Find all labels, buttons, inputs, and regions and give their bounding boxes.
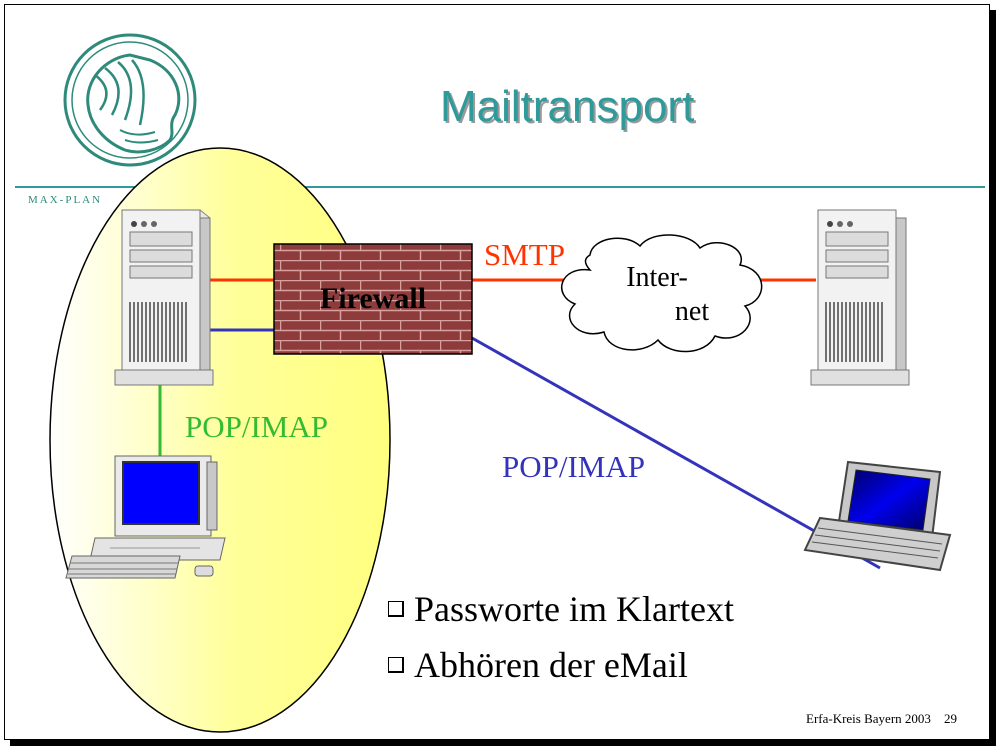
external-mail-server (810, 209, 910, 386)
pop-line-external (471, 336, 881, 570)
laptop-computer (803, 460, 952, 572)
cloud-label-line2: net (675, 296, 709, 327)
bullet-item: Abhören der eMail (388, 644, 688, 686)
pop-imap-internal-label: POP/IMAP (185, 409, 328, 444)
firewall: Firewall (273, 243, 473, 355)
bullet-checkbox-icon (388, 601, 404, 617)
pop-imap-external-label: POP/IMAP (502, 449, 645, 484)
page-number: 29 (944, 711, 957, 726)
logo-text: MAX-PLAN (28, 194, 102, 206)
bullet-text: Abhören der eMail (414, 645, 688, 685)
slide-title: Mailtransport (440, 82, 695, 131)
internal-mail-server (114, 209, 214, 386)
smtp-label: SMTP (484, 237, 565, 272)
bullet-item: Passworte im Klartext (388, 588, 734, 630)
firewall-label: Firewall (320, 282, 426, 315)
bullet-text: Passworte im Klartext (414, 589, 734, 629)
bullet-checkbox-icon (388, 657, 404, 673)
max-planck-logo (63, 33, 197, 167)
desktop-computer (65, 455, 226, 579)
footer-event: Erfa-Kreis Bayern 2003 (806, 711, 931, 726)
internet-cloud: Inter- net (560, 234, 763, 353)
cloud-label-line1: Inter- (626, 262, 688, 293)
